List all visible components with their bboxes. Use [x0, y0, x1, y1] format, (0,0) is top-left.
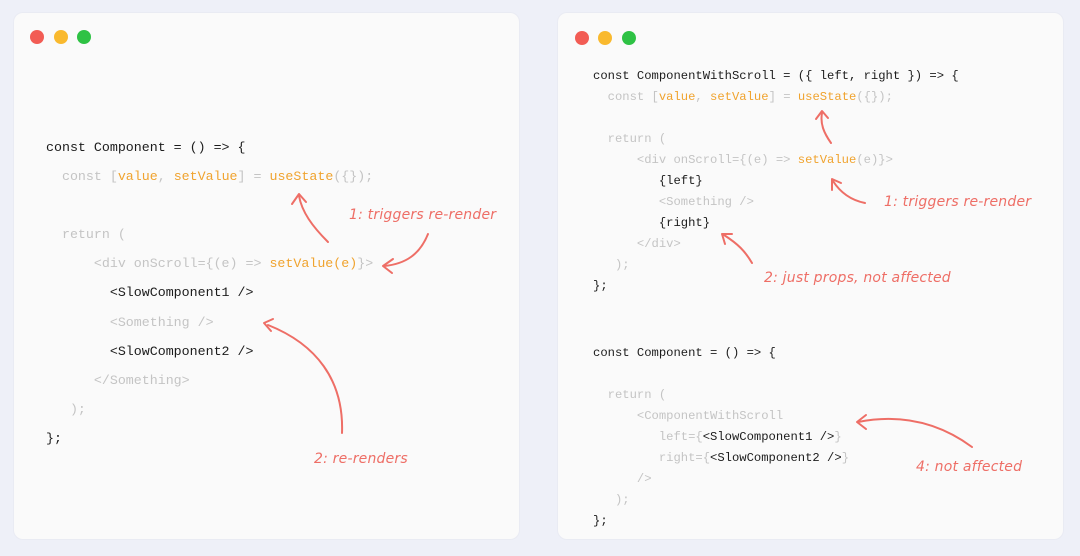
code-line [46, 191, 373, 220]
code-line: {right} [593, 213, 959, 234]
maximize-dot-icon [77, 30, 91, 44]
code-token: (e)}> [856, 153, 893, 167]
code-token: {right} [593, 216, 711, 230]
code-line: {left} [593, 171, 959, 192]
code-token: const ComponentWithScroll = ({ left, rig… [593, 69, 959, 83]
code-token: const [ [46, 169, 118, 185]
code-token: <Something /> [46, 314, 214, 330]
code-line: </div> [593, 234, 959, 255]
code-line: }; [46, 424, 373, 453]
code-token: ); [46, 401, 86, 417]
code-token: ({}); [333, 169, 374, 185]
code-line: <ComponentWithScroll [593, 406, 959, 427]
maximize-dot-icon [622, 31, 636, 45]
code-token: {left} [593, 174, 703, 188]
code-line: const [value, setValue] = useState({}); [593, 87, 959, 108]
code-line: const Component = () => { [46, 133, 373, 162]
close-dot-icon [575, 31, 589, 45]
code-token: return ( [593, 132, 667, 146]
code-token: } [841, 451, 850, 465]
code-line: return ( [593, 129, 959, 150]
annotation-just-props: 2: just props, not affected [764, 270, 951, 286]
code-token: <div onScroll={(e) => [46, 256, 270, 272]
code-token: , [695, 90, 711, 104]
code-line: right={<SlowComponent2 />} [593, 448, 959, 469]
code-line [593, 318, 959, 343]
annotation-not-affected: 4: not affected [916, 459, 1023, 475]
minimize-dot-icon [54, 30, 68, 44]
close-dot-icon [30, 30, 44, 44]
code-token: setValue [797, 153, 857, 167]
code-token: useState [269, 169, 334, 185]
code-token: ] = [768, 90, 798, 104]
code-token: } [834, 430, 842, 444]
code-token: }> [357, 256, 374, 272]
code-token: ); [593, 493, 630, 507]
code-line: </Something> [46, 366, 373, 395]
code-token: ({}); [856, 90, 893, 104]
code-token: <SlowComponent2 /> [710, 451, 842, 465]
code-token: <Something /> [593, 195, 754, 209]
code-token: <SlowComponent1 /> [702, 430, 835, 444]
code-line: /> [593, 469, 959, 490]
code-line: <SlowComponent2 /> [46, 337, 373, 366]
code-line: ); [46, 395, 373, 424]
code-token: /> [593, 472, 652, 486]
code-token: return ( [46, 227, 126, 243]
annotation-triggers-rerender-left: 1: triggers re-render [349, 207, 497, 223]
code-token: }; [593, 514, 608, 528]
code-line [593, 108, 959, 129]
code-token: left={ [593, 430, 703, 444]
code-token: <SlowComponent2 /> [46, 343, 254, 359]
code-token: value [658, 90, 696, 104]
code-line: }; [593, 276, 959, 297]
code-block-right: const ComponentWithScroll = ({ left, rig… [593, 66, 959, 532]
code-token: </Something> [46, 372, 190, 388]
code-window-left: const Component = () => { const [value, … [14, 13, 519, 539]
code-line [593, 297, 959, 318]
code-token: const [ [593, 90, 659, 104]
code-line: return ( [46, 220, 373, 249]
code-token: right={ [593, 451, 711, 465]
code-token: setValue [710, 90, 769, 104]
code-line: return ( [593, 385, 959, 406]
annotation-rerenders: 2: re-renders [314, 451, 408, 467]
code-line: <SlowComponent1 /> [46, 278, 373, 307]
minimize-dot-icon [598, 31, 612, 45]
code-line: <div onScroll={(e) => setValue(e)}> [593, 150, 959, 171]
code-line [593, 364, 959, 385]
code-line: const ComponentWithScroll = ({ left, rig… [593, 66, 959, 87]
code-token: <SlowComponent1 /> [46, 285, 254, 301]
code-token: <ComponentWithScroll [593, 409, 784, 423]
code-line: left={<SlowComponent1 />} [593, 427, 959, 448]
code-token: ); [593, 258, 630, 272]
code-token: setValue [173, 169, 238, 185]
code-token: ] = [237, 169, 270, 185]
code-token: , [157, 169, 174, 185]
code-line: <Something /> [46, 308, 373, 337]
code-token: value [117, 169, 158, 185]
code-line: ); [593, 255, 959, 276]
code-token: return ( [593, 388, 667, 402]
code-line: <div onScroll={(e) => setValue(e)}> [46, 249, 373, 278]
code-line: const [value, setValue] = useState({}); [46, 162, 373, 191]
code-line: <Something /> [593, 192, 959, 213]
code-block-left: const Component = () => { const [value, … [46, 133, 373, 453]
code-window-right: const ComponentWithScroll = ({ left, rig… [558, 13, 1063, 539]
code-token: useState [797, 90, 857, 104]
code-line: ); [593, 490, 959, 511]
code-line: }; [593, 511, 959, 532]
code-token: const Component = () => { [593, 346, 776, 360]
code-token: setValue(e) [269, 256, 358, 272]
code-line: const Component = () => { [593, 343, 959, 364]
code-token: </div> [593, 237, 681, 251]
code-token: <div onScroll={(e) => [593, 153, 798, 167]
code-token: }; [593, 279, 608, 293]
code-token: }; [46, 430, 62, 446]
code-token: const Component = () => { [46, 140, 246, 155]
annotation-triggers-rerender-right: 1: triggers re-render [884, 194, 1032, 210]
